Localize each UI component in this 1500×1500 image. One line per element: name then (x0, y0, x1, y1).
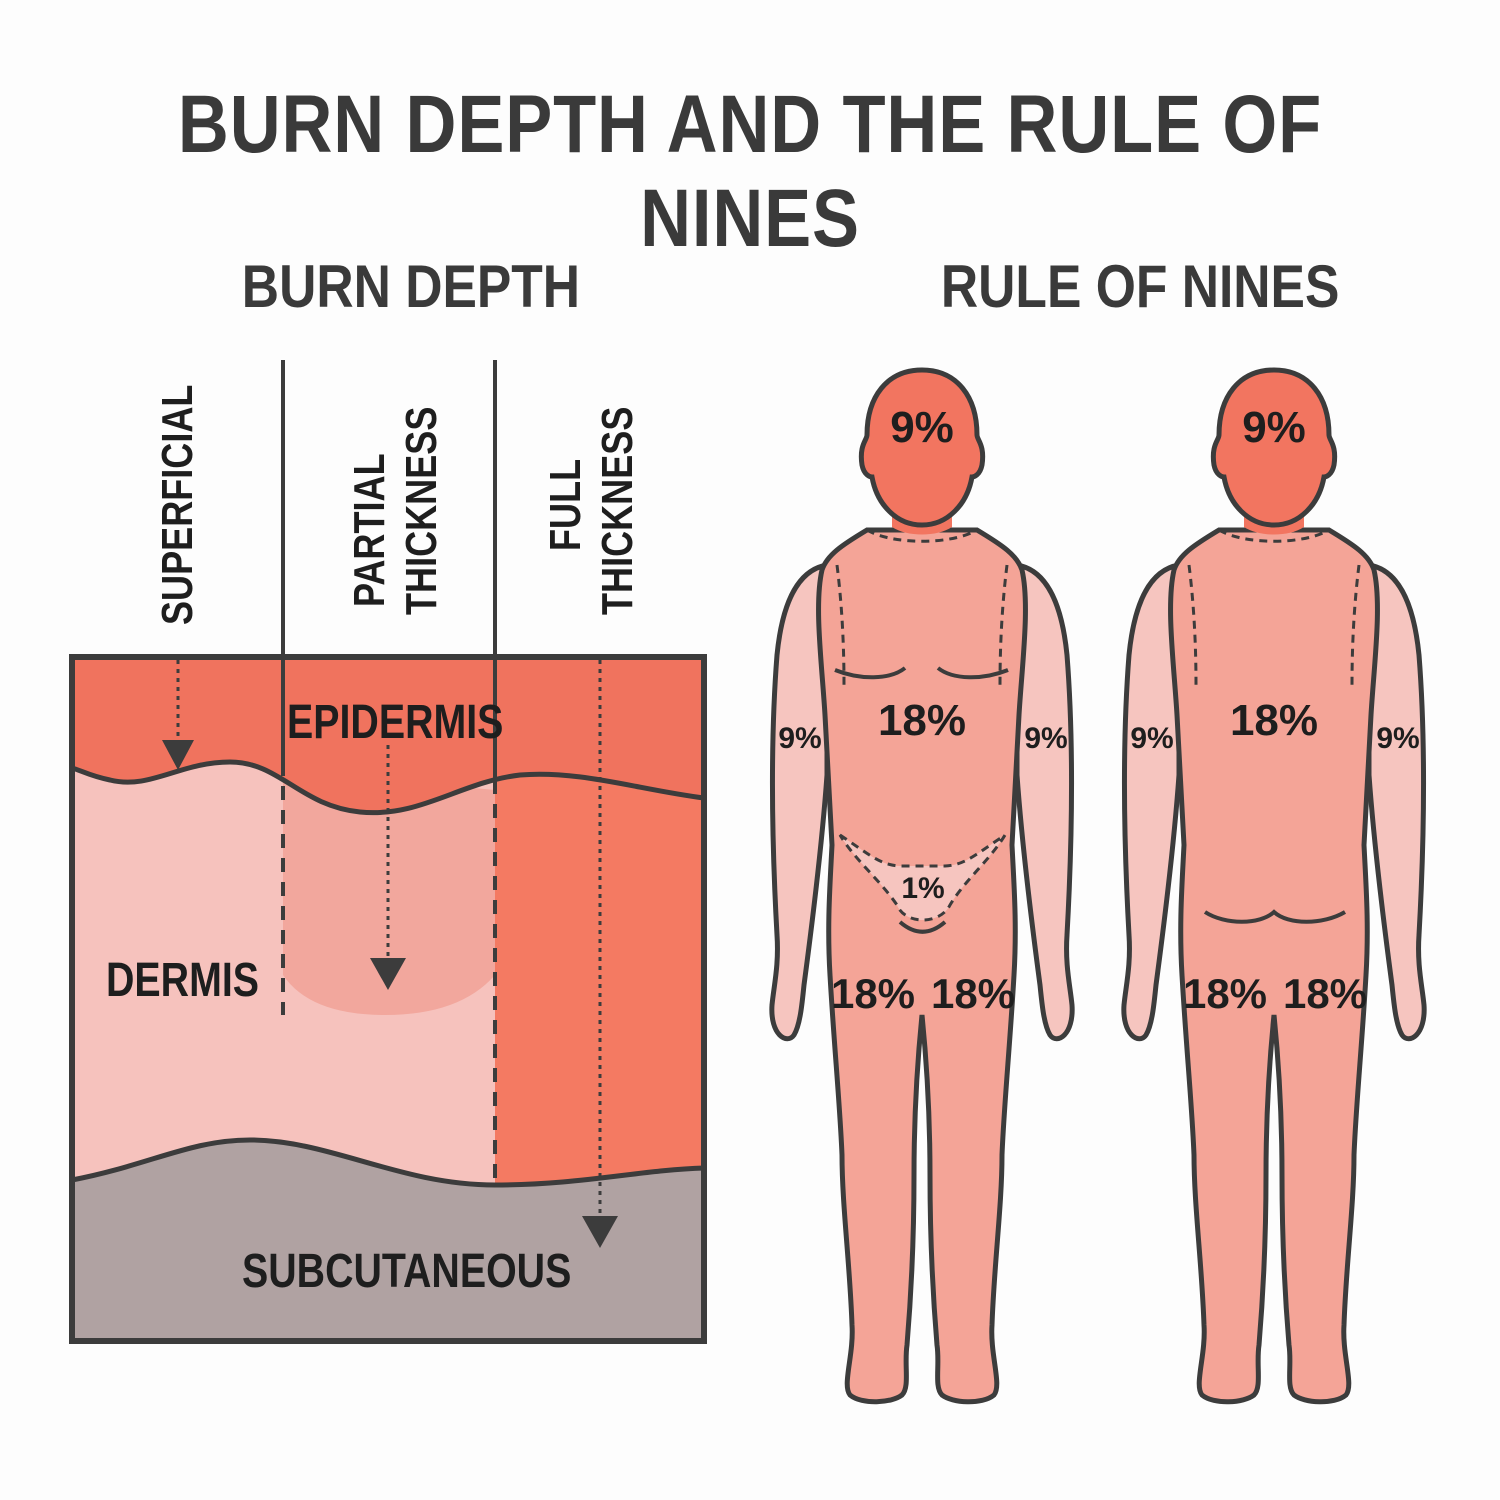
front-head-percent: 9% (890, 403, 954, 452)
back-leg-right-percent: 18% (1283, 970, 1367, 1017)
page-title: BURN DEPTH AND THE RULE OF NINES (177, 79, 1323, 264)
superficial-label: SUPERFICIAL (153, 385, 202, 625)
perineum-region (838, 833, 1007, 922)
back-body-figure (1124, 370, 1424, 1402)
partial-label-line1: PARTIAL (345, 453, 394, 607)
front-percent-labels: 9% 18% 9% 9% 1% 18% 18% (778, 403, 1067, 1017)
front-arm-left-percent: 9% (778, 722, 821, 755)
back-leg-left-percent: 18% (1183, 970, 1267, 1017)
back-arm-left-percent: 9% (1130, 722, 1173, 755)
back-arm-right-percent: 9% (1376, 722, 1419, 755)
full-label-line2: THICKNESS (593, 407, 642, 615)
superficial-arrow (162, 660, 194, 770)
front-leg-right-percent: 18% (931, 970, 1015, 1017)
subcutaneous-label: SUBCUTANEOUS (242, 1244, 571, 1298)
burn-depth-heading: BURN DEPTH (241, 253, 581, 320)
back-percent-labels: 9% 18% 9% 9% 18% 18% (1130, 403, 1419, 1017)
front-perineum-percent: 1% (901, 872, 944, 905)
epidermis-label: EPIDERMIS (287, 695, 503, 749)
front-torso-percent: 18% (878, 696, 966, 745)
skin-cross-section: SUPERFICIAL PARTIAL THICKNESS FULL THICK… (69, 360, 707, 1344)
front-body-figure (772, 370, 1072, 1402)
back-torso-percent: 18% (1230, 696, 1318, 745)
full-label-line1: FULL (541, 459, 590, 551)
partial-arrow (370, 745, 406, 990)
dermis-label: DERMIS (106, 953, 259, 1007)
full-thickness-arrow (582, 660, 618, 1248)
front-arm-right-percent: 9% (1024, 722, 1067, 755)
front-leg-left-percent: 18% (831, 970, 915, 1017)
partial-label-line2: THICKNESS (397, 407, 446, 615)
subcutaneous-layer (72, 1140, 704, 1341)
back-head-percent: 9% (1242, 403, 1306, 452)
